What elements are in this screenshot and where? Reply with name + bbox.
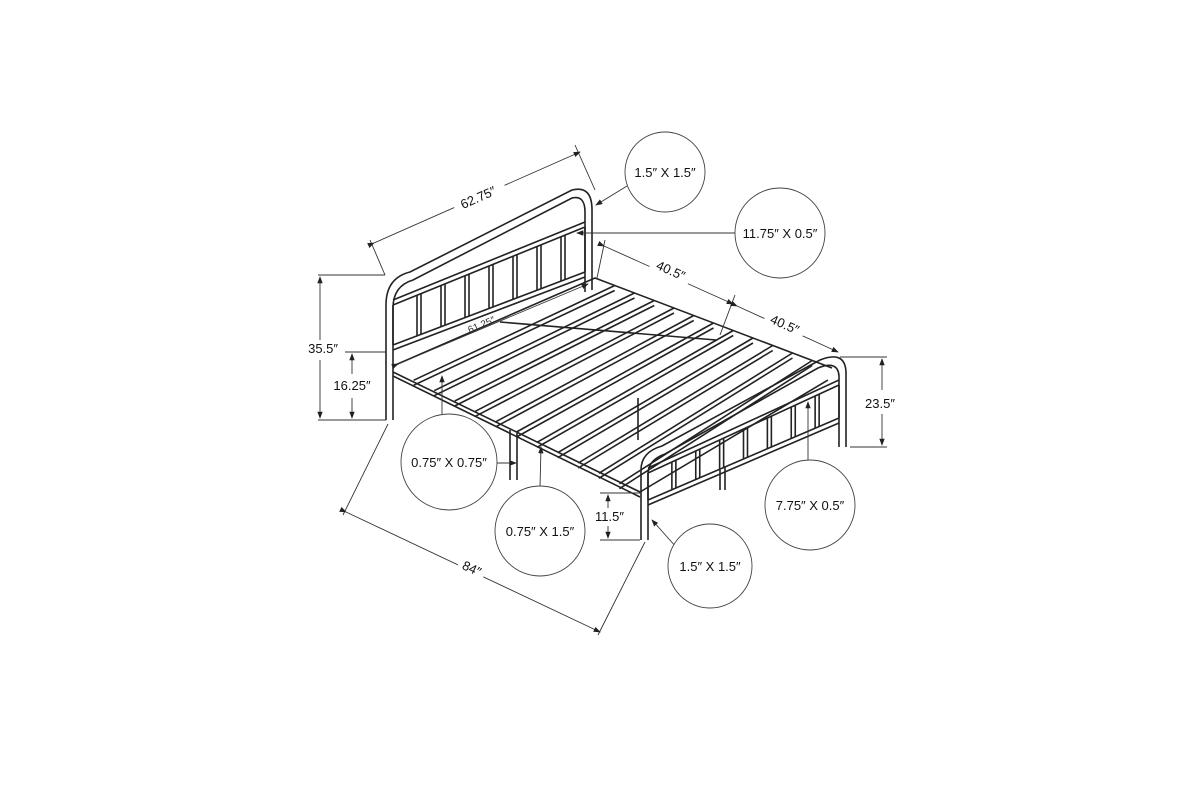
callout-text: 1.5″ X 1.5″ <box>679 559 741 574</box>
label-overall-length: 84″ <box>460 558 484 580</box>
slat <box>474 307 675 413</box>
callout-headboard-bar: 11.75″ X 0.5″ <box>576 187 826 279</box>
callout-text: 0.75″ X 0.75″ <box>411 455 487 470</box>
slat-edge <box>618 364 813 490</box>
label-footboard-height: 23.5″ <box>865 396 895 411</box>
callout-text: 7.75″ X 0.5″ <box>776 498 845 513</box>
slat <box>516 322 714 433</box>
label-clearance: 11.5″ <box>595 509 624 524</box>
dimension-headboard-width: 62.75″ <box>318 144 596 276</box>
slat-edge <box>516 327 714 438</box>
dimension-footboard-height: 23.5″ <box>840 356 895 448</box>
callout-text: 1.5″ X 1.5″ <box>634 165 696 180</box>
slat-edge <box>557 342 754 459</box>
label-headboard-height: 35.5″ <box>308 341 338 356</box>
label-side-rail-1: 40.5″ <box>654 258 688 284</box>
slat-edge <box>536 334 734 449</box>
dimension-overall-length: 84″ <box>339 423 646 636</box>
slat <box>598 352 793 475</box>
label-inner-width: 61.25″ <box>467 315 498 336</box>
slat-edge <box>598 357 793 480</box>
callout-text: 11.75″ X 0.5″ <box>743 226 818 241</box>
dimension-rail-height: 16.25″ <box>333 351 386 419</box>
dimension-headboard-height: 35.5″ <box>308 276 386 421</box>
slat <box>557 337 754 454</box>
slat-edge <box>495 319 695 428</box>
label-side-rail-2: 40.5″ <box>768 312 802 338</box>
slat-edge <box>577 349 774 469</box>
callout-rail: 0.75″ X 1.5″ <box>494 446 586 577</box>
callout-text: 0.75″ X 1.5″ <box>506 524 575 539</box>
footboard-bars <box>647 385 840 500</box>
label-rail-height: 16.25″ <box>333 378 371 393</box>
callout-footboard-bar: 7.75″ X 0.5″ <box>764 401 856 551</box>
dimension-clearance: 11.5″ <box>595 492 640 541</box>
slat <box>536 329 734 444</box>
footboard <box>640 356 847 540</box>
slat <box>577 344 774 464</box>
callout-slat: 0.75″ X 0.75″ <box>400 375 517 511</box>
callout-headboard-post: 1.5″ X 1.5″ <box>595 131 706 213</box>
callout-footboard-post: 1.5″ X 1.5″ <box>651 519 753 609</box>
slat <box>495 314 695 423</box>
